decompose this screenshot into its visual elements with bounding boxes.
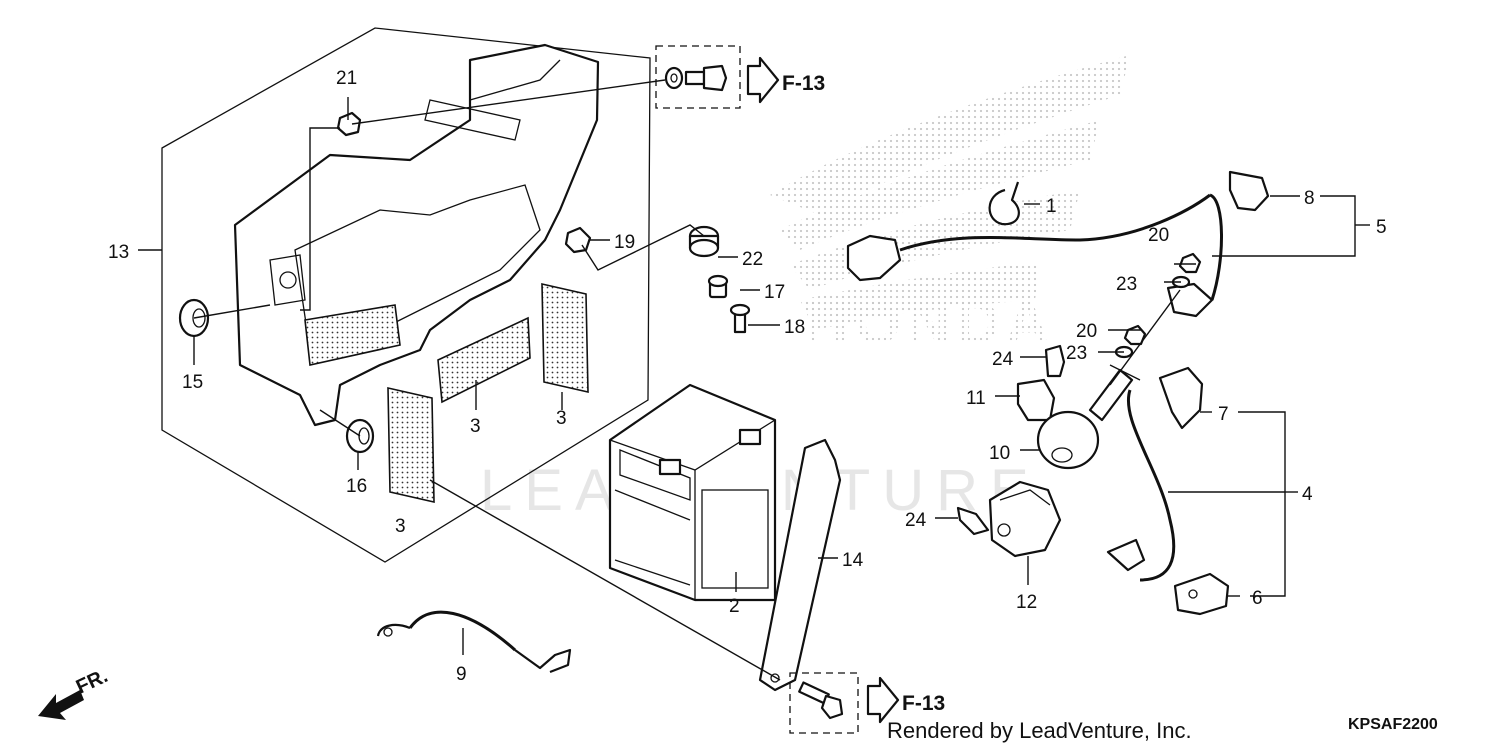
label-10: 10 xyxy=(989,443,1010,464)
label-11: 11 xyxy=(966,388,986,409)
relay-12 xyxy=(988,480,1062,558)
bolt-17 xyxy=(707,274,729,299)
ref-arrow-top xyxy=(746,56,780,104)
label-22: 22 xyxy=(742,249,763,270)
pad-3-right xyxy=(541,282,589,394)
label-2: 2 xyxy=(729,596,740,617)
ref-box-top xyxy=(655,45,741,109)
washer-bolt-top xyxy=(664,64,728,92)
front-direction-marker: FR. xyxy=(38,665,111,720)
ref-arrow-bottom xyxy=(866,676,900,724)
clip-19 xyxy=(564,226,592,254)
label-21: 21 xyxy=(336,68,357,89)
bolt-bottom xyxy=(798,681,844,720)
starter-relay-10 xyxy=(1036,364,1141,470)
ref-top: F-13 xyxy=(782,72,825,95)
label-4: 4 xyxy=(1302,484,1313,505)
label-6: 6 xyxy=(1252,588,1263,609)
label-8: 8 xyxy=(1304,188,1315,209)
leader-lines xyxy=(138,79,1370,681)
label-23a: 23 xyxy=(1116,274,1137,295)
cap-6 xyxy=(1173,572,1230,616)
cap-7 xyxy=(1158,366,1204,430)
fuse-24-lower xyxy=(956,506,990,536)
battery xyxy=(608,383,777,602)
label-17: 17 xyxy=(764,282,785,303)
label-24a: 24 xyxy=(992,349,1014,370)
label-3c: 3 xyxy=(556,408,567,429)
label-16: 16 xyxy=(346,476,367,497)
label-18: 18 xyxy=(784,317,805,338)
fuse-24-upper xyxy=(1044,344,1066,378)
pad-3-left xyxy=(387,386,435,504)
label-14: 14 xyxy=(842,550,864,571)
battery-band-14 xyxy=(758,438,842,692)
diagram-code: KPSAF2200 xyxy=(1348,716,1438,733)
pad-3-middle xyxy=(437,316,531,404)
nut-20-upper xyxy=(1178,252,1202,274)
label-20a: 20 xyxy=(1148,225,1169,246)
wire-harness-4 xyxy=(1106,389,1176,582)
assembly-outline-13 xyxy=(161,27,651,563)
label-12: 12 xyxy=(1016,592,1037,613)
label-9: 9 xyxy=(456,664,467,685)
label-23b: 23 xyxy=(1066,343,1087,364)
label-3a: 3 xyxy=(395,516,406,537)
label-24b: 24 xyxy=(905,510,927,531)
front-arrow-icon xyxy=(38,690,84,720)
label-1: 1 xyxy=(1046,196,1057,217)
ref-box-bottom xyxy=(789,672,859,734)
ground-cable-9 xyxy=(376,610,572,674)
screw-18 xyxy=(729,303,751,334)
wire-harness-5 xyxy=(846,170,1270,318)
label-13: 13 xyxy=(108,242,129,263)
label-5: 5 xyxy=(1376,217,1387,238)
honda-wing-watermark: HONDA xyxy=(770,55,1130,356)
battery-box xyxy=(233,43,600,427)
footer-credit: Rendered by LeadVenture, Inc. xyxy=(887,718,1192,743)
label-20b: 20 xyxy=(1076,321,1097,342)
label-19: 19 xyxy=(614,232,635,253)
clip-1 xyxy=(988,181,1020,226)
label-3b: 3 xyxy=(470,416,481,437)
collar-22 xyxy=(688,225,720,258)
connector-11 xyxy=(1016,378,1056,422)
label-7: 7 xyxy=(1218,404,1229,425)
label-15: 15 xyxy=(182,372,203,393)
watermark-brand: HONDA xyxy=(805,289,1055,356)
part-labels: 1 2 3 3 3 4 5 6 7 8 9 10 11 12 13 14 15 … xyxy=(108,68,1387,685)
ref-bottom: F-13 xyxy=(902,692,945,715)
